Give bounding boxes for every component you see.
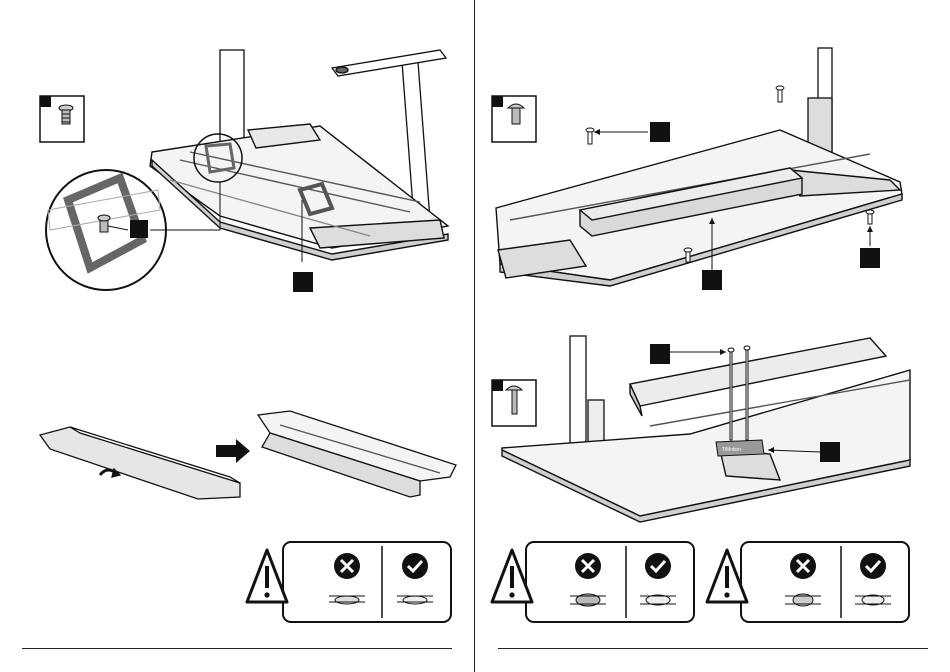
frame-with-bracket-install	[20, 40, 460, 300]
cross-circle-icon	[575, 553, 601, 579]
check-circle-icon	[645, 553, 671, 579]
callout-badge-a	[130, 220, 148, 238]
warning-panel-2	[490, 538, 700, 626]
warning-panel-1	[245, 538, 455, 626]
desk-legs	[808, 48, 832, 158]
screw-icon	[40, 96, 84, 142]
crossbar-install	[490, 40, 930, 300]
warning-triangle-icon	[247, 550, 287, 602]
cross-circle-icon	[334, 553, 360, 579]
warning-panel-3	[705, 538, 915, 626]
cross-circle-icon	[790, 553, 816, 579]
svg-text:TiMotion: TiMotion	[722, 447, 741, 453]
bracket-after	[258, 411, 456, 497]
long-screw-icon	[492, 380, 536, 426]
desktop-underside	[502, 338, 910, 522]
control-box: TiMotion	[716, 440, 764, 456]
right-arrow-icon	[216, 439, 250, 463]
right-page: TiMotion	[475, 0, 950, 672]
callout-badge-d	[702, 270, 722, 290]
bolt-icon	[492, 96, 536, 142]
callout-badge-c	[650, 122, 670, 142]
check-circle-icon	[860, 553, 886, 579]
check-circle-icon	[402, 553, 428, 579]
left-page	[0, 0, 475, 672]
bracket-before	[40, 427, 240, 499]
callout-badge-e	[860, 248, 880, 268]
callout-badge-g	[820, 442, 840, 462]
bracket-flip-instruction	[30, 405, 460, 515]
callout-badge-f	[650, 344, 670, 364]
control-box-install: TiMotion	[490, 330, 930, 530]
callout-badge-b	[293, 272, 313, 292]
